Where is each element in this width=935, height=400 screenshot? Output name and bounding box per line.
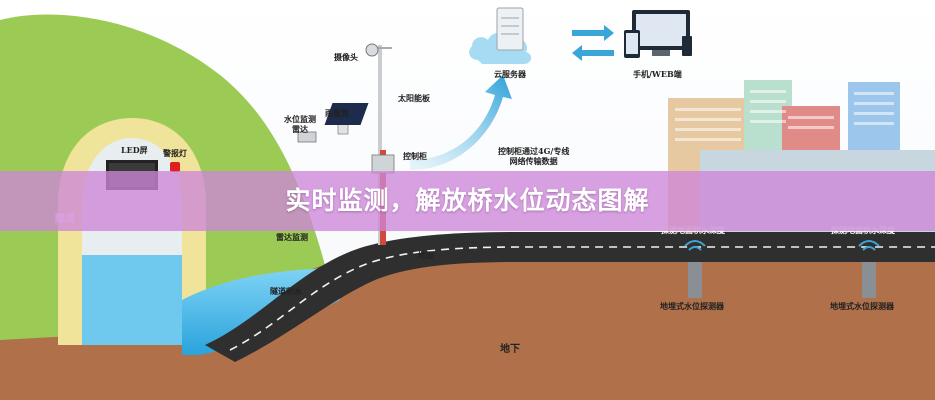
- road-center-line: [229, 246, 935, 351]
- label-tunnel-water: 隧道积水: [270, 286, 302, 296]
- building-windows: [675, 90, 894, 141]
- sync-arrow-left: [572, 45, 614, 61]
- sync-arrow-right: [572, 25, 614, 41]
- road: [205, 232, 935, 362]
- label-rain-gauge: 雨量筒: [325, 108, 349, 118]
- label-underground: 地下: [500, 344, 520, 355]
- sensor-post-2: [862, 262, 876, 298]
- label-radar-monitor: 雷达监测: [276, 232, 308, 242]
- label-alarm-light: 警报灯: [163, 148, 187, 158]
- label-ground: 地面: [418, 250, 434, 260]
- alarm-light: [170, 162, 180, 172]
- radar-device: [297, 131, 317, 143]
- monitoring-pole: [378, 45, 382, 245]
- label-transmission: 控制柜通过4G/专线 网络传输数据: [498, 146, 570, 166]
- sensor-post-1: [688, 262, 702, 298]
- wifi-icon: [684, 240, 706, 247]
- label-camera: 摄像头: [334, 52, 358, 62]
- server-icon: [496, 7, 524, 51]
- title-banner: [0, 171, 935, 231]
- label-sensor-2: 地埋式水位探测器: [830, 301, 894, 311]
- data-upload-arrow: [410, 75, 512, 170]
- banner-title: 实时监测，解放桥水位动态图解: [285, 186, 650, 215]
- label-water-level-radar: 水位监测 雷达: [284, 114, 316, 134]
- camera-device: [365, 43, 379, 57]
- label-led-screen: LED屏: [121, 145, 148, 155]
- solar-panel-device: [324, 103, 369, 125]
- label-cloud-server: 云服务器: [494, 69, 526, 79]
- label-solar-panel: 太阳能板: [398, 93, 430, 103]
- label-sensor-1: 地埋式水位探测器: [660, 301, 724, 311]
- label-mobile-web: 手机/WEB端: [633, 69, 682, 79]
- label-control-cabinet: 控制柜: [403, 151, 427, 161]
- wifi-icon: [858, 240, 880, 247]
- tunnel-water-fill: [82, 255, 182, 345]
